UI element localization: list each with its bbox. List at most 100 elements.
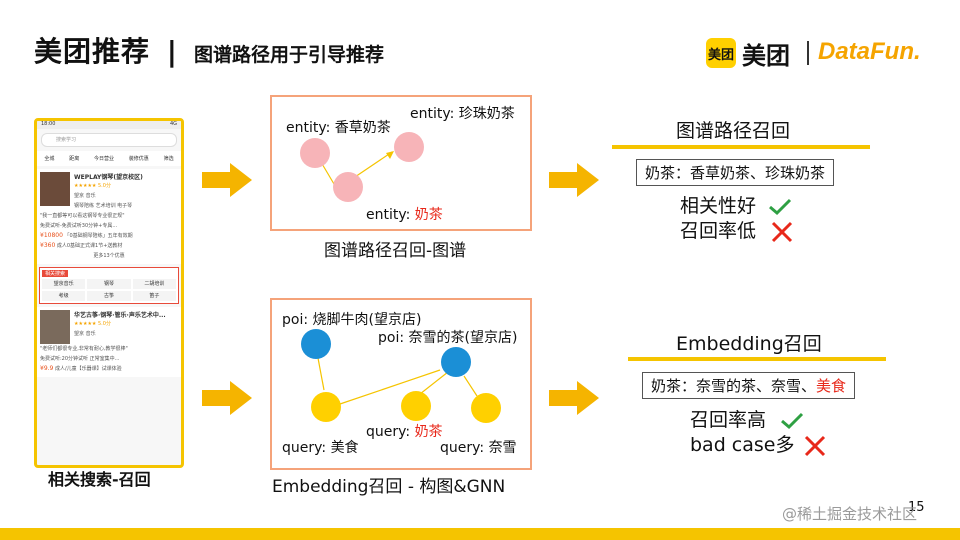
status-signal: 4G bbox=[169, 121, 177, 127]
result2-good-text: 召回率高 bbox=[690, 409, 767, 431]
result2-title: Embedding召回 bbox=[676, 333, 822, 355]
result-card-1[interactable]: WEPLAY钢琴(望京校区) ★★★★★ 5.0分 望京 音乐 钢琴陪练 艺术培… bbox=[37, 169, 181, 264]
result1-underline bbox=[612, 145, 870, 149]
query-label: query: 奶茶 bbox=[366, 421, 443, 441]
result2-box: 奶茶：奈雪的茶、奈雪、美食 bbox=[642, 372, 856, 399]
knowledge-graph-edges bbox=[300, 132, 424, 202]
shop-name: WEPLAY钢琴(望京校区) bbox=[74, 174, 143, 181]
result1-bad: 召回率低 bbox=[680, 216, 794, 243]
shop-offer[interactable]: 免费试听:20分钟试听 正常室集中... bbox=[40, 356, 120, 362]
poi-node bbox=[441, 347, 471, 377]
entity-label: entity: 珍珠奶茶 bbox=[410, 106, 515, 122]
cross-icon bbox=[804, 435, 825, 456]
deal-price: ¥9.9 bbox=[40, 365, 54, 372]
entity-label: entity: 奶茶 bbox=[366, 204, 443, 224]
query-label-prefix: query: bbox=[366, 424, 415, 440]
graph-edge bbox=[351, 151, 393, 180]
phone-search-input[interactable]: 搜索学习 bbox=[41, 133, 177, 147]
page-number: 15 bbox=[908, 500, 925, 515]
graph1-caption: 图谱路径召回-图谱 bbox=[324, 241, 467, 261]
page-subtitle: 图谱路径用于引导推荐 bbox=[194, 44, 385, 66]
more-deals-link[interactable]: 更多13个优惠 bbox=[93, 253, 125, 259]
result1-good-text: 相关性好 bbox=[680, 195, 757, 217]
footer-bar bbox=[0, 528, 960, 540]
entity-node bbox=[300, 138, 330, 168]
deal-title[interactable]: 成人0基础正式课1节+送教材 bbox=[56, 243, 123, 249]
page-title: 美团推荐 | bbox=[34, 30, 178, 70]
result2-underline bbox=[628, 357, 886, 361]
result2-good: 召回率高 bbox=[690, 405, 804, 432]
result2-bad: bad case多 bbox=[690, 430, 827, 457]
query-label-highlight: 奶茶 bbox=[414, 424, 443, 440]
datafun-logo: DataFun. bbox=[818, 38, 921, 65]
graph-edge bbox=[317, 357, 325, 391]
entity-node bbox=[394, 132, 424, 162]
status-time: 18:00 bbox=[41, 121, 56, 127]
shop-name: 华艺古筝·钢琴·管乐·声乐艺术中... bbox=[74, 312, 166, 319]
related-search-tag: 相关搜索 bbox=[42, 270, 69, 277]
entity-node bbox=[333, 172, 363, 202]
related-search-item[interactable]: 望京音乐 bbox=[42, 279, 86, 289]
related-search-item[interactable]: 古筝 bbox=[87, 291, 131, 301]
arrow-right-icon bbox=[202, 381, 252, 415]
phone-status-bar: 18:00 4G bbox=[37, 121, 181, 129]
title-divider: | bbox=[166, 35, 178, 68]
related-search-item[interactable]: 二胡培训 bbox=[132, 279, 176, 289]
meituan-logo-badge: 美团 bbox=[706, 38, 736, 68]
related-search-grid: 望京音乐 钢琴 二胡培训 考级 古筝 笛子 bbox=[42, 279, 176, 301]
filter-item[interactable]: 筛选 bbox=[163, 156, 174, 162]
check-icon bbox=[781, 412, 804, 429]
entity-label-prefix: entity: bbox=[366, 207, 415, 223]
watermark: @稀土掘金技术社区 bbox=[782, 505, 918, 523]
poi-label: poi: 奈雪的茶(望京店) bbox=[378, 330, 518, 346]
query-node bbox=[311, 392, 341, 422]
related-search-item[interactable]: 钢琴 bbox=[87, 279, 131, 289]
result-card-2[interactable]: 华艺古筝·钢琴·管乐·声乐艺术中... ★★★★★ 5.0分 望京 音乐 "老师… bbox=[37, 307, 181, 377]
title-text: 美团推荐 bbox=[34, 35, 151, 68]
meituan-logo-text: 美团 bbox=[742, 42, 790, 70]
arrow-right-icon bbox=[202, 163, 252, 197]
deal-title[interactable]: 「0基础钢琴陪练」五年有效期 bbox=[64, 233, 133, 239]
poi-node bbox=[301, 329, 331, 359]
shop-quote: "老师们都很专业,非常有耐心,教学很棒" bbox=[40, 346, 128, 352]
shop-rating: ★★★★★ 5.0分 bbox=[74, 183, 111, 189]
result2-box-highlight: 美食 bbox=[816, 377, 847, 395]
entity-label: entity: 香草奶茶 bbox=[286, 120, 391, 136]
shop-offer[interactable]: 免费试听-免费试听30分钟+专属... bbox=[40, 223, 118, 229]
arrow-right-icon bbox=[549, 381, 599, 415]
query-label: query: 美食 bbox=[282, 440, 359, 456]
graph-edge bbox=[339, 369, 441, 405]
query-node bbox=[471, 393, 501, 423]
deal-price: ¥360 bbox=[40, 242, 56, 249]
result1-box: 奶茶：香草奶茶、珍珠奶茶 bbox=[636, 159, 835, 186]
related-search-item[interactable]: 考级 bbox=[42, 291, 86, 301]
result2-bad-text: bad case多 bbox=[690, 434, 795, 456]
embedding-graph-edges bbox=[301, 329, 501, 423]
cross-icon bbox=[772, 221, 793, 242]
related-search-box: 相关搜索 望京音乐 钢琴 二胡培训 考级 古筝 笛子 bbox=[39, 267, 179, 304]
filter-item[interactable]: 距离 bbox=[69, 156, 80, 162]
graph-edge bbox=[463, 375, 478, 397]
phone-screenshot: 18:00 4G 搜索学习 全城 距离 今日营业 装修优惠 筛选 WEPLAY钢… bbox=[34, 118, 184, 468]
shop-quote: "我一直都等可以看这钢琴专业很正规" bbox=[40, 213, 125, 219]
deal-price: ¥10800 bbox=[40, 232, 63, 239]
graph-edge-arrowhead bbox=[386, 151, 394, 159]
shop-meta: 望京 音乐 bbox=[74, 193, 96, 199]
deal-title[interactable]: 成人/儿童【乐器课】试课体验 bbox=[54, 366, 122, 372]
graph2-caption: Embedding召回 - 构图&GNN bbox=[272, 477, 506, 497]
poi-label: poi: 烧脚牛肉(望京店) bbox=[282, 312, 422, 328]
filter-item[interactable]: 全城 bbox=[44, 156, 55, 162]
result1-good: 相关性好 bbox=[680, 191, 792, 218]
query-label: query: 奈雪 bbox=[440, 440, 517, 456]
entity-label-highlight: 奶茶 bbox=[414, 207, 443, 223]
arrow-right-icon bbox=[549, 163, 599, 197]
check-icon bbox=[769, 198, 792, 215]
related-search-item[interactable]: 笛子 bbox=[132, 291, 176, 301]
logo-separator bbox=[807, 41, 809, 65]
shop-rating: ★★★★★ 5.0分 bbox=[74, 321, 111, 327]
filter-item[interactable]: 今日营业 bbox=[93, 156, 114, 162]
result2-box-text: 奶茶：奈雪的茶、奈雪、 bbox=[651, 377, 817, 395]
phone-filter-bar: 全城 距离 今日营业 装修优惠 筛选 bbox=[37, 151, 181, 166]
shop-tags: 钢琴陪练 艺术培训 电子琴 bbox=[74, 203, 133, 209]
filter-item[interactable]: 装修优惠 bbox=[128, 156, 149, 162]
